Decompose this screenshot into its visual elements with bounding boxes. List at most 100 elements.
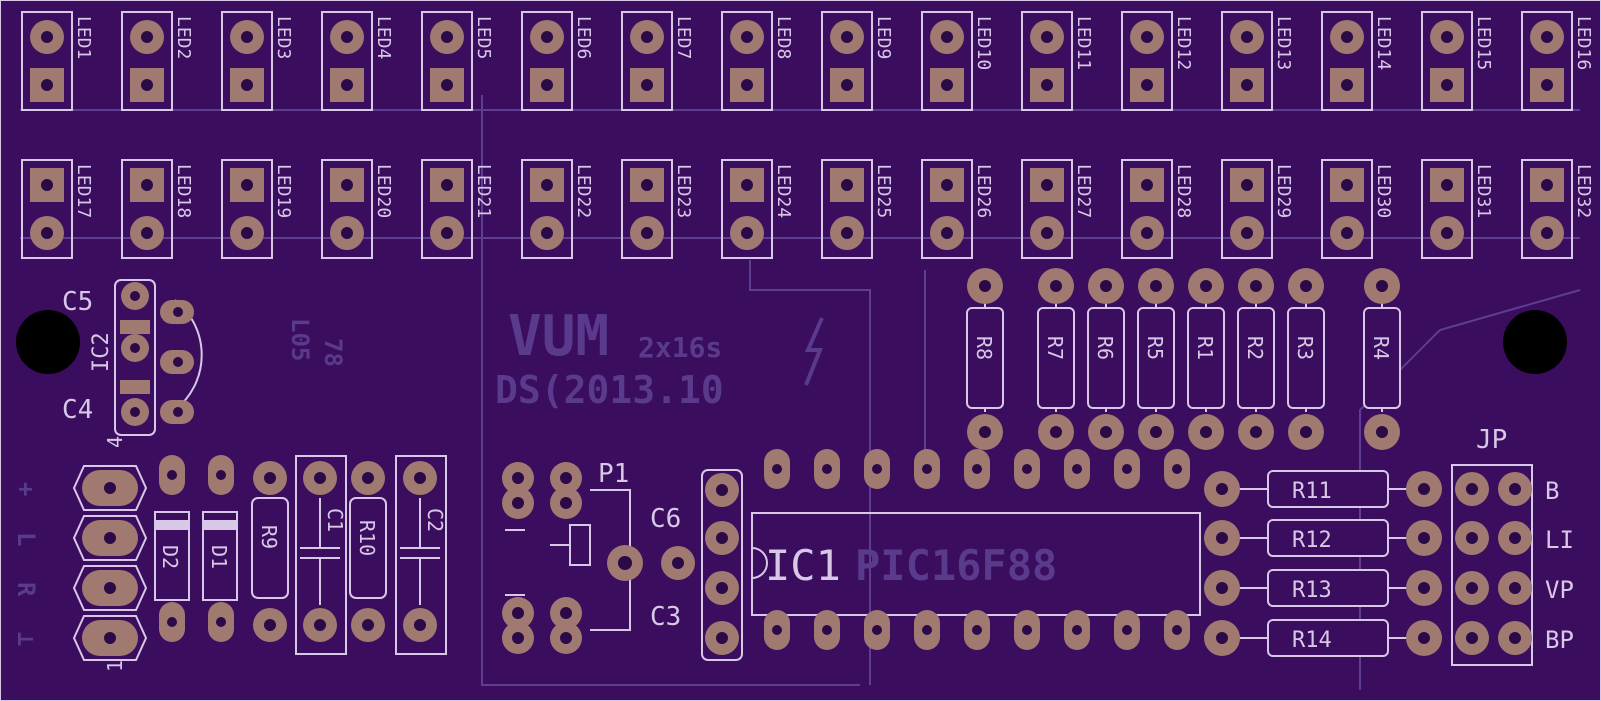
c1-label: C1	[323, 508, 347, 532]
led-footprint: LED20	[321, 159, 394, 259]
led-label: LED10	[973, 16, 994, 70]
jp-label: JP	[1476, 425, 1507, 455]
led-label: LED23	[673, 164, 694, 218]
led-footprint: LED9	[821, 11, 894, 111]
led-label: LED22	[573, 164, 594, 218]
r9-label: R9	[257, 525, 281, 549]
board-subtitle: 2x16s	[638, 331, 722, 364]
resistor-label: R14	[1292, 628, 1332, 653]
led-footprint: LED12	[1121, 11, 1194, 111]
resistor-label: R12	[1292, 528, 1332, 553]
input-pin-label: +	[12, 482, 40, 496]
d2-label: D2	[158, 545, 182, 569]
lightning-icon	[804, 317, 824, 386]
c6-c3-outline	[701, 469, 743, 661]
led-footprint: LED8	[721, 11, 794, 111]
led-footprint: LED22	[521, 159, 594, 259]
resistor-label: R13	[1292, 578, 1332, 603]
c6-c3-pads	[705, 473, 739, 655]
led-footprint: LED24	[721, 159, 794, 259]
board-title: VUM	[508, 304, 609, 369]
led-label: LED31	[1473, 164, 1494, 218]
led-footprint: LED31	[1421, 159, 1494, 259]
led-label: LED5	[473, 16, 494, 59]
input-connector: 4 1 +LR⊥	[12, 436, 148, 672]
input-pin-label: ⊥	[12, 632, 40, 646]
led-label: LED25	[873, 164, 894, 218]
mounting-hole-left	[16, 310, 80, 374]
led-label: LED8	[773, 16, 794, 59]
resistor-horizontal: R14	[1204, 619, 1442, 657]
resistor-r9: R9	[251, 461, 289, 642]
resistor-vertical: R8	[966, 268, 1004, 450]
led-footprint: LED11	[1021, 11, 1094, 111]
led-label: LED1	[73, 16, 94, 59]
led-label: LED14	[1373, 16, 1394, 70]
resistor-label: R8	[972, 336, 996, 360]
input-pin-label: L	[12, 532, 40, 546]
led-label: LED24	[773, 164, 794, 218]
led-footprint: LED23	[621, 159, 694, 259]
led-label: LED19	[273, 164, 294, 218]
ic2-regulator: IC2 78 L05 C5 C4	[62, 279, 347, 436]
led-footprint: LED27	[1021, 159, 1094, 259]
led-footprint: LED10	[921, 11, 994, 111]
led-label: LED11	[1073, 16, 1094, 70]
led-label: LED21	[473, 164, 494, 218]
led-footprint: LED15	[1421, 11, 1494, 111]
resistor-label: R3	[1293, 336, 1317, 360]
led-label: LED7	[673, 16, 694, 59]
led-footprint: LED26	[921, 159, 994, 259]
capacitor-c2: C2	[395, 455, 447, 655]
resistor-label: R5	[1143, 336, 1167, 360]
led-label: LED20	[373, 164, 394, 218]
pin1-label: 1	[103, 660, 127, 672]
resistor-label: R4	[1369, 336, 1393, 360]
led-footprint: LED18	[121, 159, 194, 259]
resistor-label: R7	[1043, 336, 1067, 360]
led-footprint: LED3	[221, 11, 294, 111]
led-footprint: LED28	[1121, 159, 1194, 259]
resistor-label: R11	[1292, 479, 1332, 504]
led-footprint: LED2	[121, 11, 194, 111]
resistor-vertical: R4	[1363, 268, 1401, 450]
led-footprint: LED1	[21, 11, 94, 111]
led-footprint: LED7	[621, 11, 694, 111]
ic2-body-text-2: L05	[286, 318, 314, 361]
ic2-body-text: 78	[319, 338, 347, 367]
led-label: LED17	[73, 164, 94, 218]
led-label: LED3	[273, 16, 294, 59]
ic1-pic16f88: IC1 PIC16F88	[751, 449, 1201, 650]
board-date: DS(2013.10	[495, 368, 724, 412]
diode-d1: D1	[202, 455, 238, 642]
led-footprint: LED14	[1321, 11, 1394, 111]
ic2-label: IC2	[89, 332, 114, 372]
resistor-r10: R10	[349, 461, 387, 642]
led-footprint: LED25	[821, 159, 894, 259]
pin4-label: 4	[103, 436, 127, 448]
resistor-vertical: R1	[1187, 268, 1225, 450]
resistor-label: R6	[1093, 336, 1117, 360]
led-label: LED28	[1173, 164, 1194, 218]
mounting-hole-right	[1503, 310, 1567, 374]
resistor-vertical: R5	[1137, 268, 1175, 450]
c6-label: C6	[650, 504, 681, 534]
resistor-label: R1	[1193, 336, 1217, 360]
resistor-vertical: R6	[1087, 268, 1125, 450]
d1-label: D1	[207, 545, 231, 569]
led-label: LED13	[1273, 16, 1294, 70]
p1-label: P1	[598, 459, 629, 489]
ic1-label: IC1	[765, 541, 841, 590]
led-label: LED2	[173, 16, 194, 59]
led-label: LED30	[1373, 164, 1394, 218]
led-footprint: LED19	[221, 159, 294, 259]
r10-label: R10	[355, 520, 379, 556]
ic1-part: PIC16F88	[855, 541, 1057, 590]
jp-pin-label: VP	[1545, 576, 1574, 604]
led-label: LED26	[973, 164, 994, 218]
led-footprint: LED5	[421, 11, 494, 111]
led-label: LED9	[873, 16, 894, 59]
